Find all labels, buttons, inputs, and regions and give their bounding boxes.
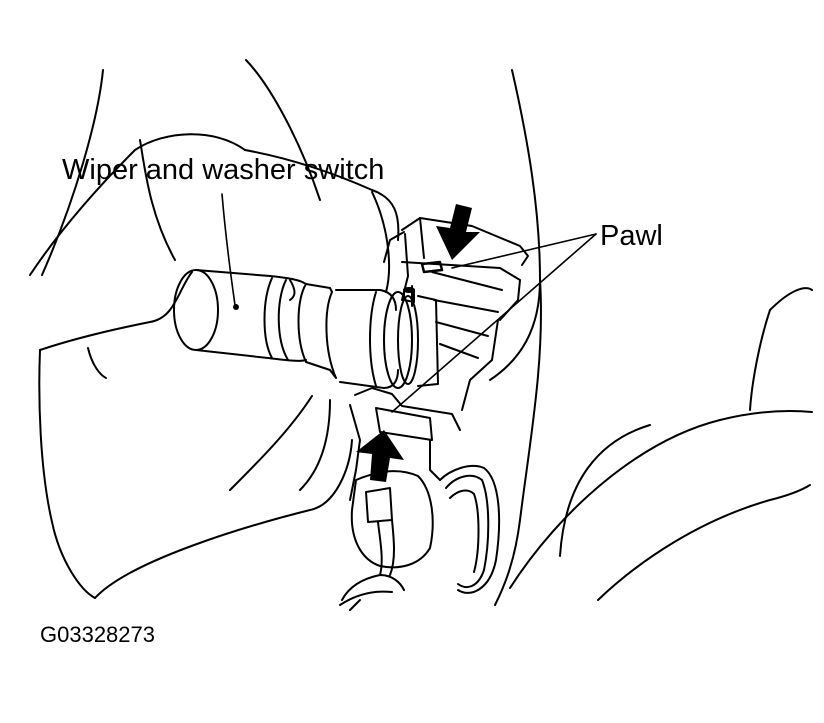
steering-wheel bbox=[489, 69, 813, 606]
figure-code: G03328273 bbox=[40, 622, 155, 647]
column-cover bbox=[29, 59, 400, 599]
leader-lines bbox=[221, 193, 597, 413]
switch-housing bbox=[349, 217, 529, 594]
arrow-up-icon bbox=[356, 430, 404, 482]
switch-label: Wiper and washer switch bbox=[62, 154, 385, 186]
pawl-label: Pawl bbox=[600, 220, 663, 252]
arrows bbox=[356, 204, 480, 482]
connector bbox=[339, 470, 434, 611]
arrow-down-icon bbox=[436, 204, 480, 260]
switch-lever bbox=[173, 269, 439, 389]
